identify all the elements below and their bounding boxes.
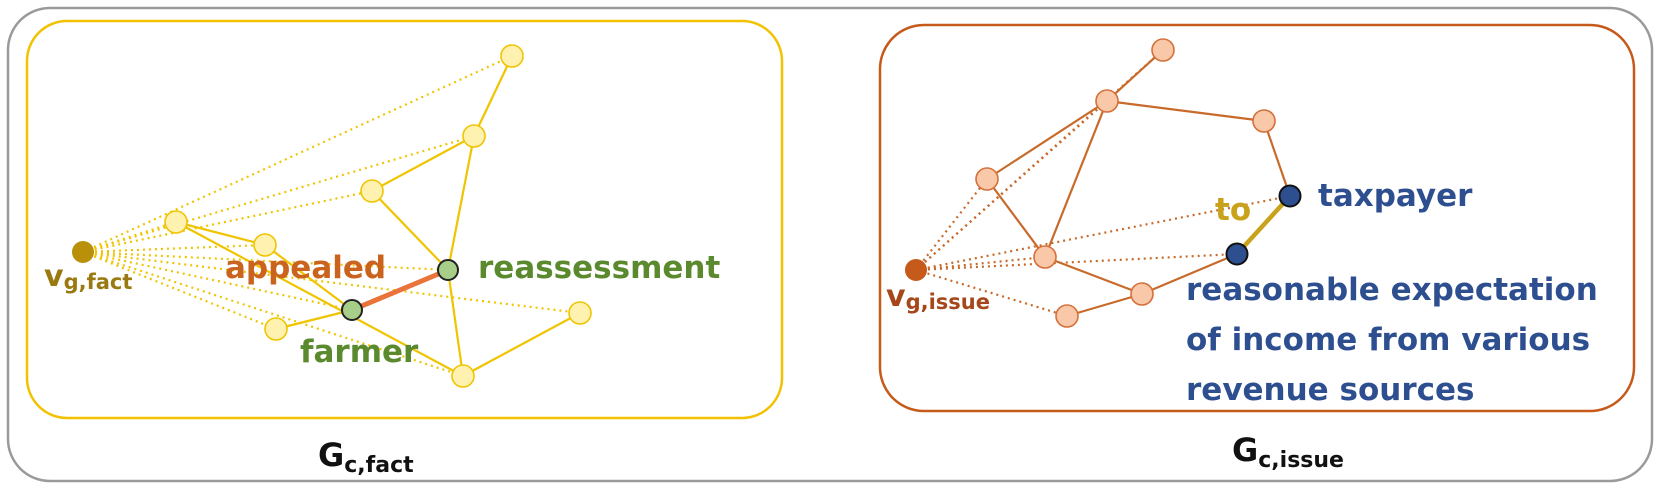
issue-highlight-edge [1235,194,1292,256]
issue-graph-edge [1106,99,1265,123]
to-edge-label: to [1215,192,1251,228]
issue-graph-nodes [975,38,1276,328]
issue-panel-frame [878,23,1636,413]
issue-graph-panel: vg,issue to taxpayer reasonable expectat… [878,23,1636,473]
farmer-label: farmer [300,334,419,370]
reasonable-expectation-label-line-2: of income from various [1186,322,1590,358]
fact-graph-edge [446,269,465,377]
fact-virtual-edge [82,220,177,254]
farmer-node [341,299,363,321]
issue-graph-node [1033,245,1057,269]
issue-graph-edge [1141,252,1238,296]
fact-graph-node [568,301,592,325]
issue-graph-node [1095,89,1119,113]
fact-virtual-edge [82,54,513,254]
fact-graph-edge [473,55,513,137]
fact-virtual-edge [82,134,475,254]
taxpayer-label: taxpayer [1318,178,1473,214]
reassessment-label: reassessment [478,250,720,286]
fact-graph-edge [371,135,475,192]
taxpayer-node [1278,184,1302,208]
fact-virtual-edge [82,250,353,312]
fact-virtual-node-label: vg,fact [44,259,132,294]
fact-graph-node [462,124,486,148]
issue-graph-edge [1106,49,1164,102]
fact-virtual-edge [82,243,266,254]
issue-graph-node [1252,109,1276,133]
fact-graph-edge [462,312,581,377]
reassessment-node [437,259,459,281]
fact-panel-frame [25,19,784,420]
fact-graph-node [253,233,277,257]
issue-virtual-node-label: vg,issue [886,279,990,314]
issue-graph-node [1151,38,1175,62]
fact-graph-node [264,317,288,341]
issue-virtual-edge [915,178,988,271]
fact-graph-edges [175,55,581,377]
issue-virtual-edge [915,100,1108,271]
appealed-edge-label: appealed [225,250,386,286]
issue-graph-edge [1044,255,1143,296]
fact-virtual-node [72,241,94,263]
reasonable-expectation-node [1225,242,1249,266]
issue-graph-node [975,167,999,191]
fact-graph-node [360,179,384,203]
issue-graph-node [1130,282,1154,306]
issue-virtual-edge [915,252,1238,272]
issue-virtual-edges [915,49,1291,318]
issue-virtual-node [905,259,927,281]
fact-virtual-edge [82,250,464,378]
reasonable-expectation-label-line-3: revenue sources [1186,372,1474,408]
fact-graph-nodes [164,44,592,388]
fact-graph-edge [275,308,353,331]
fact-graph-panel: vg,fact appealed reassessment farmer Gc,… [25,19,784,478]
fact-virtual-edge [82,189,373,254]
fact-graph-edge [446,135,476,271]
issue-graph-edge [1043,100,1109,258]
issue-virtual-edge [915,268,1068,318]
issue-graph-edge [986,178,1046,258]
issue-graph-edge [986,100,1108,180]
fact-graph-edge [175,220,266,247]
fact-graph-node [451,364,475,388]
fact-highlight-edge [351,267,449,313]
fact-virtual-edge [82,250,449,272]
issue-virtual-edge [915,255,1046,272]
outer-frame [6,6,1654,483]
fact-virtual-edge [82,250,277,331]
fact-graph-edge [175,221,464,377]
fact-graph-edge [264,244,353,311]
fact-graph-node [164,210,188,234]
fact-graph-node [500,44,524,68]
fact-graph-caption: Gc,fact [318,436,414,478]
fact-virtual-edges [82,54,581,378]
issue-graph-caption: Gc,issue [1232,431,1344,473]
reasonable-expectation-label-line-1: reasonable expectation [1186,272,1598,308]
issue-graph-edge [1066,292,1143,318]
fact-graph-edge [371,190,449,271]
issue-graph-node [1055,304,1079,328]
issue-graph-edge [1262,120,1292,197]
issue-graph-edges [986,49,1292,318]
